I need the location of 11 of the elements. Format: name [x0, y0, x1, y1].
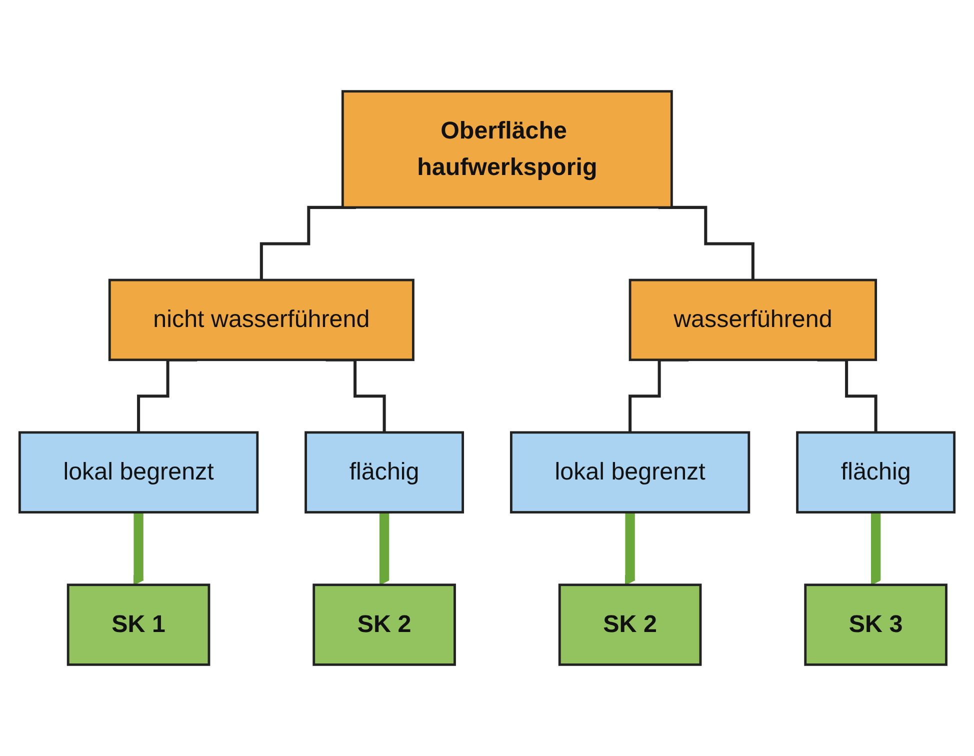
node-box: flächig: [304, 431, 464, 514]
node-box: lokal begrenzt: [18, 431, 259, 514]
node-box: SK 2: [558, 584, 702, 666]
node-box: lokal begrenzt: [510, 431, 750, 514]
node-box: SK 1: [66, 584, 210, 666]
node-box: flächig: [796, 431, 956, 514]
node-box: SK 2: [312, 584, 456, 666]
node-box: SK 3: [804, 584, 948, 666]
node-box: Oberfläche haufwerksporig: [341, 90, 673, 209]
node-box: wasserführend: [628, 278, 878, 362]
node-box: nicht wasserführend: [108, 278, 414, 362]
